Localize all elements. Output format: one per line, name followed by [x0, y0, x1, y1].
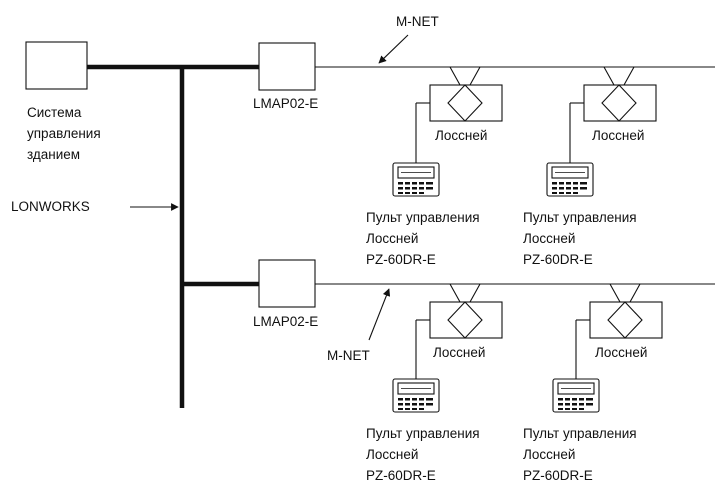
lossnay-label: Лоссней	[592, 128, 644, 143]
mnet-top-arrow	[378, 34, 409, 64]
bms-label: Система управления зданием	[27, 105, 104, 162]
gateway-bottom	[258, 259, 316, 308]
mnet-bottom-label: M-NET	[327, 348, 370, 363]
mnet-bottom-arrow	[368, 288, 391, 341]
lonworks-label: LONWORKS	[11, 199, 90, 214]
lossnay-label: Лоссней	[595, 345, 647, 360]
controller-label-4: Пульт управления Лоссней PZ-60DR-E	[523, 426, 640, 483]
lossnay-label: Лоссней	[433, 345, 485, 360]
lossnay-label: Лоссней	[435, 128, 487, 143]
remote-controller-icon	[552, 378, 600, 413]
bms-box	[25, 41, 88, 90]
lossnay-unit-3: Лоссней	[415, 283, 503, 379]
lossnay-unit-4: Лоссней	[575, 283, 663, 379]
controller-label-1: Пульт управления Лоссней PZ-60DR-E	[366, 210, 483, 267]
gateway-top-label: LMAP02-E	[253, 96, 318, 111]
controller-label-3: Пульт управления Лоссней PZ-60DR-E	[366, 426, 483, 483]
remote-controller-icon	[546, 162, 594, 197]
controller-label-2: Пульт управления Лоссней PZ-60DR-E	[523, 210, 640, 267]
remote-controller-icon	[392, 162, 440, 197]
gateway-bottom-label: LMAP02-E	[253, 314, 318, 329]
remote-controller-icon	[392, 378, 440, 413]
mnet-top-label: M-NET	[396, 14, 439, 29]
lossnay-unit-1: Лоссней	[415, 66, 503, 163]
gateway-top	[258, 42, 316, 91]
lossnay-unit-2: Лоссней	[569, 66, 657, 163]
